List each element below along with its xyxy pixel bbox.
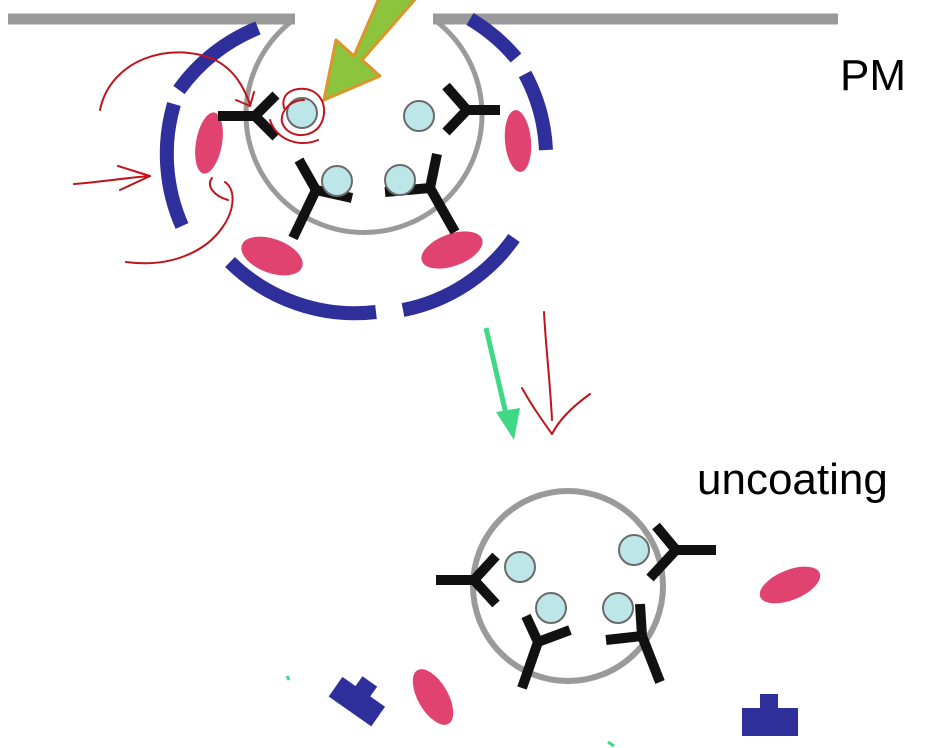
transition-arrow-icon	[486, 328, 520, 440]
cargo-molecule	[404, 101, 434, 131]
cargo-molecule	[603, 593, 633, 623]
vesicle-membrane	[473, 491, 663, 681]
adaptor-protein	[403, 661, 463, 732]
pm-label: PM	[840, 51, 906, 100]
cargo-molecule	[505, 552, 535, 582]
entry-arrow-icon	[324, 0, 418, 100]
receptors-pit	[218, 86, 500, 238]
adaptor-protein	[501, 108, 534, 174]
cargo-molecule	[536, 593, 566, 623]
adaptor-proteins-pit	[190, 108, 535, 284]
cargo-molecule	[385, 165, 415, 195]
cargo-vesicle	[505, 535, 649, 623]
clathrin-fragment	[329, 667, 392, 726]
cargo-molecule	[619, 535, 649, 565]
uncoating-label: uncoating	[697, 455, 888, 504]
clathrin-fragment	[742, 694, 798, 736]
adaptor-protein	[753, 558, 826, 612]
uncoated-vesicle	[473, 491, 663, 681]
released-clathrin	[329, 667, 798, 736]
cargo-molecule	[322, 166, 352, 196]
